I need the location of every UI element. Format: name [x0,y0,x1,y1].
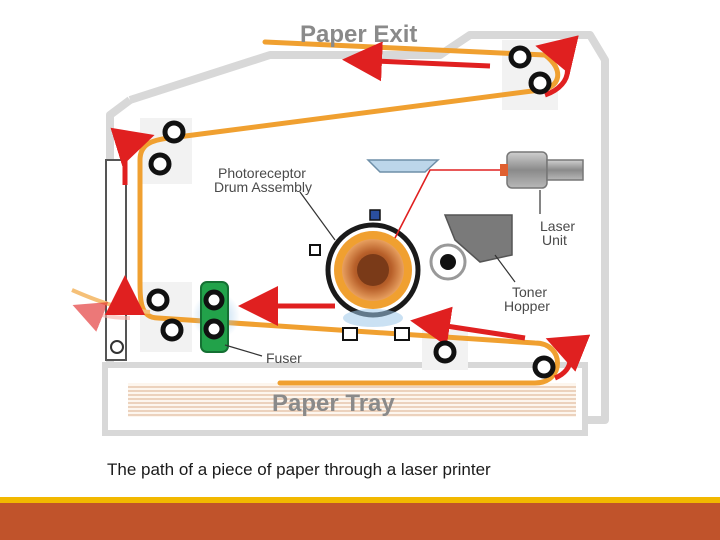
photoreceptor-drum [309,209,421,327]
diagram-caption: The path of a piece of paper through a l… [107,460,491,479]
label-photoreceptor-1: Photoreceptor [218,165,306,181]
toner-hopper [429,214,513,281]
fuser-unit [192,281,240,353]
label-laser-1: Laser [540,218,575,234]
laser-mirror [366,159,440,173]
left-panel-knob [110,340,124,354]
arrow-exit-curve [535,35,579,98]
label-toner-1: Toner [512,284,547,300]
roller-tray [433,340,556,379]
roller-pair-exit [508,45,552,95]
arrow-tray-curve [545,334,591,381]
laser-unit [500,151,584,189]
label-fuser: Fuser [266,350,302,366]
label-laser-2: Unit [542,232,567,248]
label-paper-exit: Paper Exit [300,21,417,48]
left-side-panel [105,159,127,361]
label-paper-tray: Paper Tray [272,390,395,417]
paper-stack [128,383,576,417]
roller-pair-bottom-left [146,288,184,342]
laser-beam [394,169,500,239]
arrow-drum-entry [410,306,526,347]
photoreceptor-leader-line [299,191,336,241]
label-photoreceptor-2: Drum Assembly [214,179,312,195]
footer-band-gold [0,497,720,503]
arrow-exit-top [342,41,491,82]
printer-housing [128,31,609,424]
paper-output-faint-arrow [72,302,131,332]
fuser-leader-line [224,344,263,357]
drum-lower-rollers [342,327,410,341]
footer-band-rust [0,503,720,540]
toner-leader-line [494,254,516,283]
laser-printer-diagram: Paper Exit Photoreceptor Drum Assembly L… [71,21,609,436]
roller-pair-top-left [148,120,186,176]
arrow-left-up-top [110,127,155,185]
label-toner-2: Hopper [504,298,550,314]
